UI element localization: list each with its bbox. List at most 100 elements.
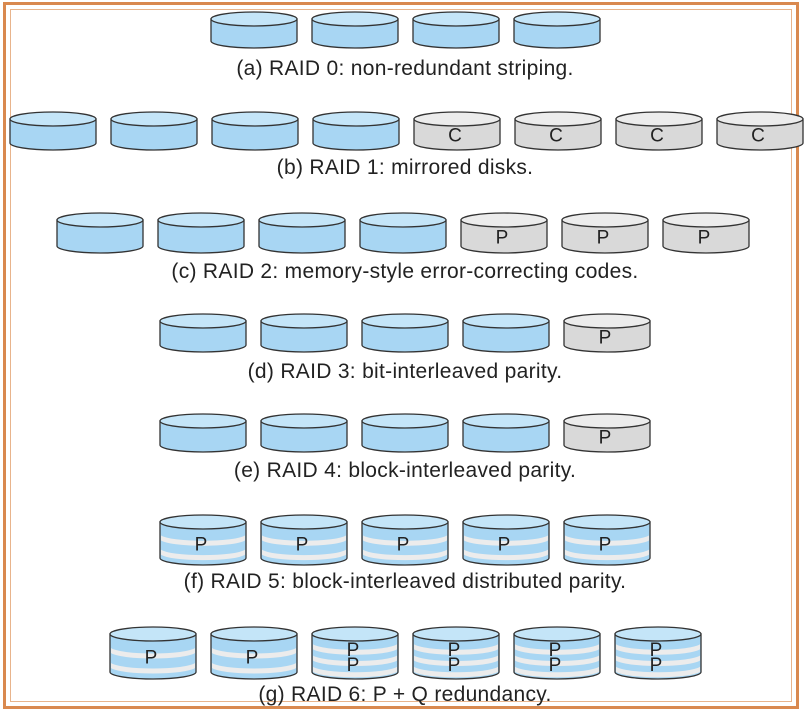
disk-top	[563, 313, 651, 329]
disk-data	[513, 11, 601, 49]
disk-top	[412, 626, 500, 642]
disk-label: P	[296, 535, 309, 556]
disk-top	[311, 11, 399, 27]
disk-stripe	[464, 549, 548, 561]
caption-raid-0: (a) RAID 0: non-redundant striping.	[236, 57, 574, 80]
disk-top	[462, 514, 550, 530]
disk-body	[159, 320, 247, 353]
disk-body	[361, 320, 449, 353]
disk-top	[56, 212, 144, 228]
disk-stripe	[515, 666, 599, 678]
disk-top	[514, 111, 602, 127]
disk-body	[462, 420, 550, 453]
disk-body	[211, 118, 299, 151]
disk-copy: P	[662, 212, 750, 254]
caption-raid-3: (d) RAID 3: bit-interleaved parity.	[247, 360, 563, 383]
disk-body	[258, 219, 346, 254]
disk-top	[260, 514, 348, 530]
disk-stripe	[161, 535, 245, 546]
disk-body	[561, 219, 649, 254]
disk-striped: PP	[412, 626, 500, 680]
disk-stripe	[616, 655, 700, 666]
disk-stripe	[616, 666, 700, 678]
caption-raid-6: (g) RAID 6: P + Q redundancy.	[258, 683, 552, 706]
disk-top	[210, 11, 298, 27]
disk-label: P	[599, 535, 612, 556]
disk-data	[359, 212, 447, 254]
disk-top	[615, 111, 703, 127]
disk-body	[513, 633, 601, 680]
disk-striped: P	[109, 626, 197, 680]
disk-label: P	[650, 640, 663, 661]
disk-stripe	[313, 655, 397, 666]
disk-stripe	[262, 535, 346, 546]
disk-data	[412, 11, 500, 49]
disk-body	[159, 420, 247, 453]
disk-top	[9, 111, 97, 127]
disk-body	[110, 118, 198, 151]
disk-body	[157, 219, 245, 254]
disk-copy: C	[413, 111, 501, 151]
disk-label: P	[145, 648, 158, 669]
disk-stripe	[363, 535, 447, 546]
disk-striped: P	[361, 514, 449, 566]
disk-data	[462, 413, 550, 453]
disk-body	[312, 118, 400, 151]
disk-stripe	[313, 644, 397, 655]
disk-top	[110, 111, 198, 127]
disk-striped: PP	[513, 626, 601, 680]
caption-raid-1: (b) RAID 1: mirrored disks.	[276, 156, 534, 179]
disk-copy: P	[460, 212, 548, 254]
disk-data	[210, 11, 298, 49]
disk-body	[311, 18, 399, 49]
disk-top	[361, 514, 449, 530]
disk-body	[514, 118, 602, 151]
disk-top	[563, 514, 651, 530]
disk-top	[460, 212, 548, 228]
disk-label: P	[397, 535, 410, 556]
disk-top	[412, 11, 500, 27]
disk-body	[614, 633, 702, 680]
disk-stripe	[515, 644, 599, 655]
disk-top	[513, 11, 601, 27]
disk-stripe	[262, 549, 346, 561]
disk-data	[56, 212, 144, 254]
disk-top	[462, 313, 550, 329]
disk-data	[462, 313, 550, 353]
disk-striped: PP	[311, 626, 399, 680]
disk-top	[159, 413, 247, 429]
disk-label: C	[751, 126, 765, 147]
disk-label: P	[448, 640, 461, 661]
disk-top	[561, 212, 649, 228]
disk-body	[513, 18, 601, 49]
disk-top	[662, 212, 750, 228]
disk-body	[412, 18, 500, 49]
disk-data	[312, 111, 400, 151]
disk-top	[159, 514, 247, 530]
disk-label: P	[599, 428, 612, 449]
disk-top	[361, 313, 449, 329]
disk-top	[157, 212, 245, 228]
disk-data	[211, 111, 299, 151]
disk-label: P	[498, 535, 511, 556]
disk-copy: C	[716, 111, 804, 151]
disk-stripe	[616, 644, 700, 655]
disk-copy: P	[563, 413, 651, 453]
disk-top	[210, 626, 298, 642]
disk-body	[361, 420, 449, 453]
disk-top	[563, 413, 651, 429]
disk-label: P	[246, 648, 259, 669]
disk-body	[615, 118, 703, 151]
disk-body	[9, 118, 97, 151]
disk-data	[258, 212, 346, 254]
disk-label: P	[650, 655, 663, 676]
disk-data	[110, 111, 198, 151]
disk-data	[260, 313, 348, 353]
disk-stripe	[313, 666, 397, 678]
disk-copy: P	[561, 212, 649, 254]
disk-body	[311, 633, 399, 680]
